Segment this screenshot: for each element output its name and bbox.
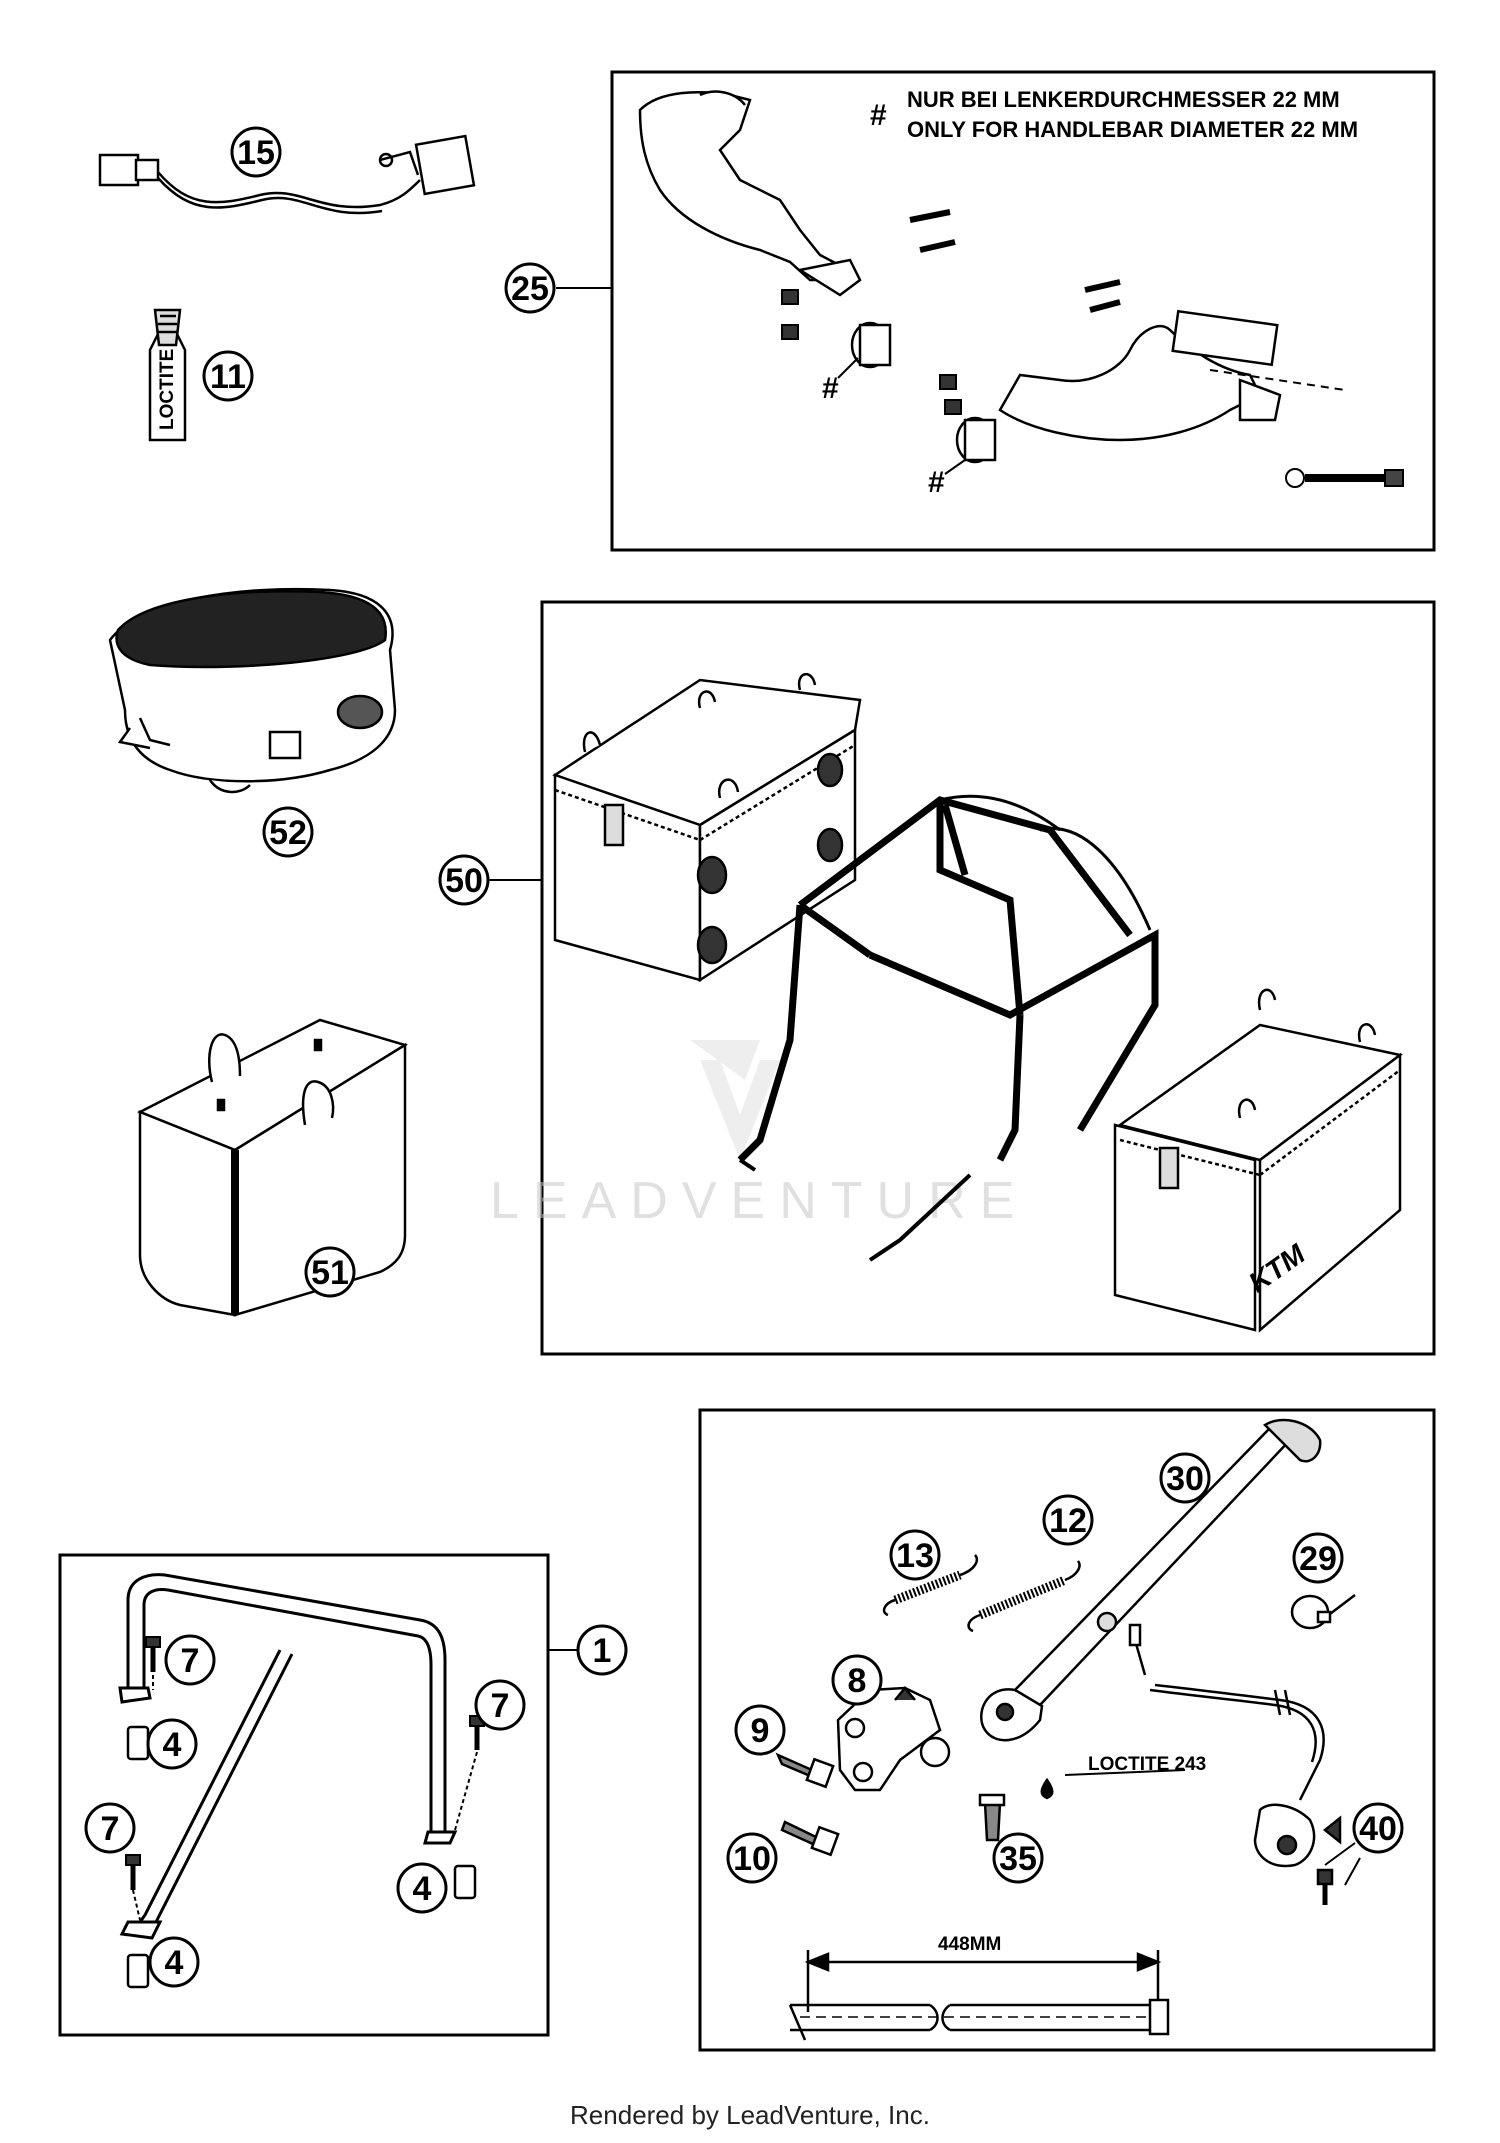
callout-4-bottom: 4 [165, 1944, 184, 1982]
footer-credit: Rendered by LeadVenture, Inc. [570, 2100, 930, 2130]
callout-30: 30 [1166, 1460, 1204, 1498]
clamp-shims [850, 309, 1279, 464]
callout-12: 12 [1049, 1502, 1087, 1540]
loctite-bottle-label: LOCTITE [157, 349, 178, 430]
loctite-bottle-part [148, 308, 187, 442]
hash-marker-2: # [928, 466, 945, 499]
side-stand-switch-part [1128, 1623, 1342, 1905]
callout-52: 52 [269, 814, 307, 852]
dimension-drawing [788, 1950, 1170, 2041]
callout-40: 40 [1359, 1810, 1397, 1848]
watermark-text: LEADVENTURE [490, 1172, 1028, 1230]
stand-bracket-part [836, 1686, 951, 1792]
callout-4-top: 4 [163, 1726, 182, 1764]
callout-numbers: 15 11 25 52 50 51 1 7 4 7 7 4 4 30 13 12… [101, 134, 1397, 1982]
callout-50: 50 [445, 862, 483, 900]
dimension-label: 448MM [938, 1934, 1001, 1955]
note-line-english: ONLY FOR HANDLEBAR DIAMETER 22 MM [907, 117, 1358, 142]
callout-11: 11 [210, 358, 246, 396]
hash-marker-1: # [822, 372, 839, 405]
callout-circles [84, 126, 1404, 1988]
loctite-leader [1064, 1769, 1186, 1776]
crash-bar-spacers [126, 1725, 477, 1989]
leaders-40 [1324, 1842, 1361, 1886]
handguard-bolts [781, 209, 1404, 488]
loctite-243-label: LOCTITE 243 [1088, 1754, 1206, 1775]
right-pannier-part [1113, 988, 1403, 1333]
callout-15: 15 [237, 134, 275, 172]
handguard-part [638, 90, 1282, 442]
top-box-part [136, 1018, 409, 1317]
leader-lines-25 [556, 287, 1346, 475]
stand-bolts [775, 1752, 1054, 1857]
callout-51: 51 [311, 1254, 349, 1292]
pannier-rack-part [737, 794, 1159, 1262]
callout-29: 29 [1299, 1540, 1337, 1578]
callout-13: 13 [896, 1537, 934, 1575]
panel-crashbar [58, 1553, 550, 2037]
note-hash: # [870, 99, 887, 132]
side-stand-part [980, 1418, 1322, 1742]
callout-7-right: 7 [491, 1687, 510, 1725]
callout-7-top: 7 [181, 1642, 200, 1680]
crash-bar-leaders [132, 1675, 478, 1921]
callout-1: 1 [593, 1632, 612, 1670]
watermark-logo [690, 1040, 780, 1160]
callout-4-right: 4 [413, 1870, 432, 1908]
callout-8: 8 [848, 1662, 867, 1700]
callout-25: 25 [511, 270, 549, 308]
seat-bag-part [108, 587, 397, 794]
panel-sidestand [698, 1408, 1436, 2052]
callout-35: 35 [999, 1840, 1037, 1878]
callout-10: 10 [733, 1840, 771, 1878]
crash-bar-part [118, 1573, 458, 1940]
panel-handguards [610, 70, 1436, 552]
cable-tie-part [1290, 1594, 1356, 1630]
springs-part [882, 1554, 1081, 1633]
left-pannier-part [552, 673, 862, 983]
callout-9: 9 [751, 1712, 770, 1750]
callout-7-left: 7 [101, 1810, 120, 1848]
note-line-german: NUR BEI LENKERDURCHMESSER 22 MM [907, 87, 1340, 112]
panel-cases [540, 600, 1436, 1356]
cable-harness-part [98, 134, 476, 215]
